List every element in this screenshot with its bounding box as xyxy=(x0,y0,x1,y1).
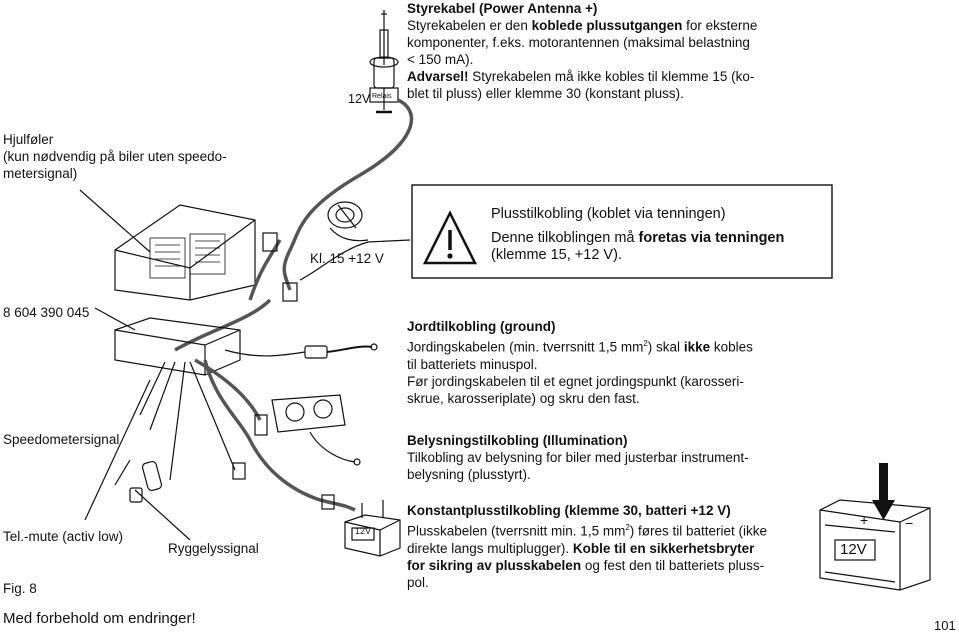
figure-label: Fig. 8 xyxy=(3,581,37,596)
antenna-cable xyxy=(282,98,414,291)
ignition-note-box xyxy=(411,184,833,279)
battery-small-label: 12V xyxy=(355,526,372,536)
warning-label: Advarsel! xyxy=(407,69,469,84)
reverse-label: Ryggelyssignal xyxy=(168,541,259,556)
telmute-label: Tel.-mute (activ low) xyxy=(3,529,124,544)
battery-large-icon xyxy=(819,499,931,591)
ground-connector xyxy=(304,345,328,359)
connector xyxy=(262,232,278,252)
relay-label: Relais xyxy=(372,93,392,100)
ignition-section: Plusstilkobling (koblet via tenningen) D… xyxy=(491,206,785,263)
ground-section: Jordtilkobling (ground) Jordingskabelen … xyxy=(407,319,753,406)
relay-box xyxy=(369,87,399,103)
kl15-label: Kl. 15 +12 V xyxy=(310,251,384,266)
instrument-cluster-icon xyxy=(271,394,346,433)
wheel-sensor-section: Hjulføler (kun nødvendig på biler uten s… xyxy=(3,132,227,181)
page-number: 101 xyxy=(934,618,956,633)
arrow-down-icon xyxy=(872,463,895,520)
part-number: 8 604 390 045 xyxy=(3,305,90,320)
disclaimer: Med forbehold om endringer! xyxy=(3,610,196,627)
phone-icon xyxy=(129,460,163,503)
battery-small-icon xyxy=(344,514,401,557)
battery-large-label: 12V xyxy=(840,541,867,558)
speedometer-label: Speedometersignal xyxy=(3,432,120,447)
illumination-section: Belysningstilkobling (Illumination) Tilk… xyxy=(407,433,749,482)
radio-unit-icon xyxy=(114,204,256,301)
constant-section: Konstantplusstilkobling (klemme 30, batt… xyxy=(407,503,768,590)
connector xyxy=(282,282,298,302)
relay-voltage: 12V xyxy=(348,92,371,106)
ignition-key-icon xyxy=(327,201,369,242)
warning-icon xyxy=(422,210,478,265)
svg-text:+: + xyxy=(860,512,868,528)
svg-text:−: − xyxy=(905,515,913,531)
antenna-section: Styrekabel (Power Antenna +) Styrekabele… xyxy=(407,0,807,102)
antenna-title: Styrekabel (Power Antenna +) xyxy=(407,1,598,16)
